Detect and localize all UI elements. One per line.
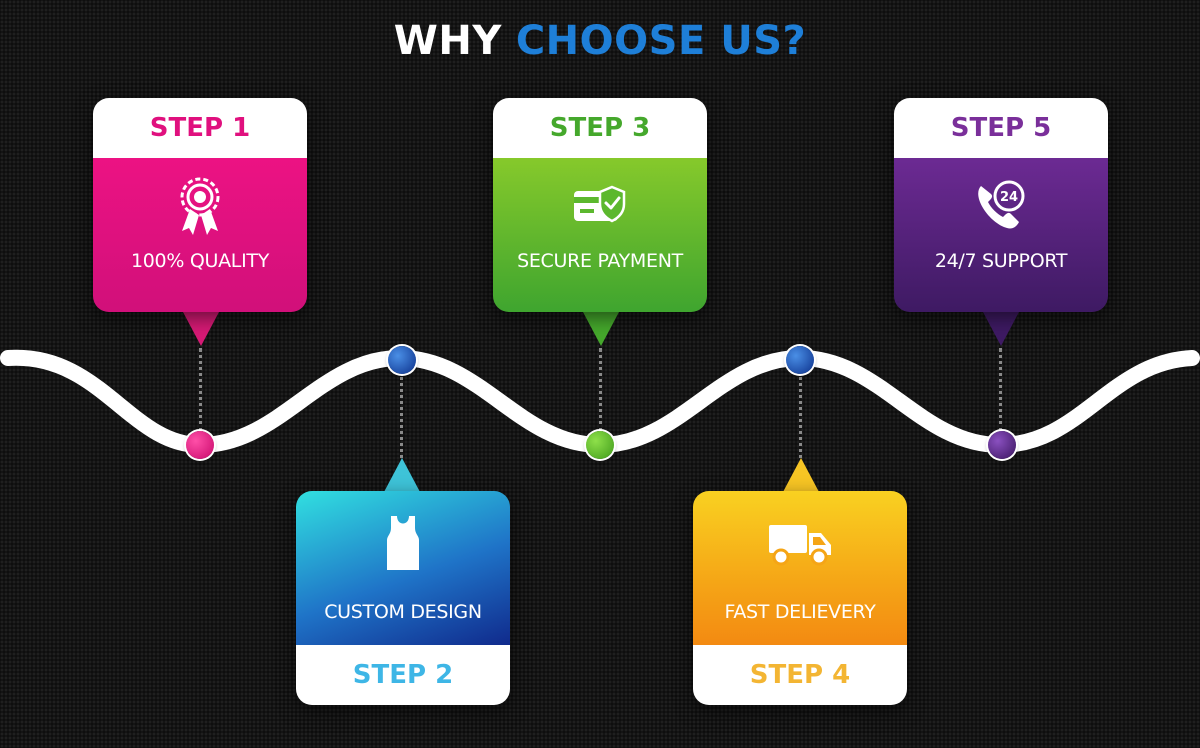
step-card-4: FAST DELIEVERY STEP 4 — [693, 491, 907, 705]
connector-step-3 — [599, 348, 602, 432]
step-4-label: FAST DELIEVERY — [724, 601, 876, 623]
connector-step-2 — [400, 372, 403, 458]
step-card-3: STEP 3 SECURE PAYMENT — [493, 98, 707, 312]
title-why: WHY — [393, 18, 502, 64]
connector-step-1 — [199, 348, 202, 432]
step-5-label: 24/7 SUPPORT — [934, 250, 1068, 272]
step-3-heading: STEP 3 — [493, 98, 707, 158]
step-5-heading: STEP 5 — [894, 98, 1108, 158]
connector-step-4 — [799, 372, 802, 458]
pointer-step-1 — [183, 312, 219, 346]
step-3-label: SECURE PAYMENT — [517, 250, 683, 272]
timeline-node-4 — [786, 346, 814, 374]
step-card-5: STEP 5 24 24/7 SUPPORT — [894, 98, 1108, 312]
pointer-step-3 — [583, 312, 619, 346]
svg-text:24: 24 — [1000, 190, 1018, 205]
timeline-node-1 — [186, 431, 214, 459]
pointer-step-5 — [983, 312, 1019, 346]
tank-top-icon — [386, 513, 420, 573]
step-1-label: 100% QUALITY — [130, 250, 270, 272]
title-choose-us: CHOOSE US? — [515, 18, 807, 64]
step-card-2: CUSTOM DESIGN STEP 2 — [296, 491, 510, 705]
timeline-node-3 — [586, 431, 614, 459]
step-1-heading: STEP 1 — [93, 98, 307, 158]
connector-step-5 — [999, 348, 1002, 432]
secure-card-icon — [572, 176, 628, 236]
step-2-heading: STEP 2 — [296, 645, 510, 705]
timeline-node-5 — [988, 431, 1016, 459]
step-card-1: STEP 1 100% QUALITY — [93, 98, 307, 312]
award-ribbon-icon — [174, 176, 226, 236]
delivery-truck-icon — [767, 513, 833, 573]
pointer-step-2 — [384, 458, 420, 492]
page-title: WHY CHOOSE US? — [0, 18, 1200, 64]
step-2-label: CUSTOM DESIGN — [324, 601, 482, 623]
step-4-heading: STEP 4 — [693, 645, 907, 705]
timeline-node-2 — [388, 346, 416, 374]
phone-24-icon: 24 — [971, 176, 1031, 236]
pointer-step-4 — [783, 458, 819, 492]
